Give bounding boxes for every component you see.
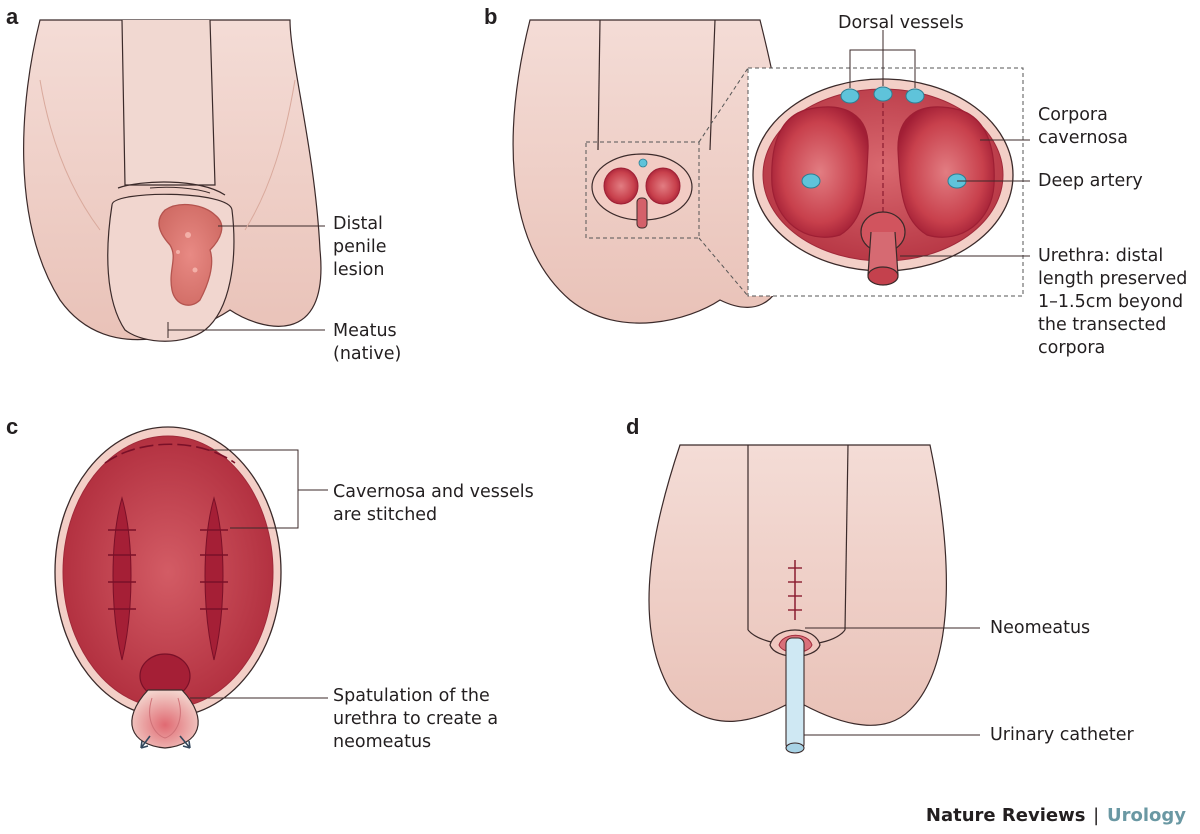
label-meatus-native: Meatus (native) <box>333 321 402 364</box>
panel-label-d: d <box>626 414 640 439</box>
label-deep-artery: Deep artery <box>1038 171 1143 191</box>
label-corpora-cavernosa: Corpora cavernosa <box>1038 105 1128 148</box>
lesion-shape <box>158 203 223 306</box>
panel-label-c: c <box>6 414 19 439</box>
label-cavernosa-stitched: Cavernosa and vessels are stitched <box>333 482 534 525</box>
panel-d-drawing <box>648 444 980 754</box>
label-urethra-distal-length: Urethra: distal length preserved 1–1.5cm… <box>1038 246 1188 358</box>
panel-label-a: a <box>6 4 19 29</box>
panel-b-drawing <box>512 19 1030 324</box>
label-distal-penile-lesion: Distal penile lesion <box>333 214 387 280</box>
journal-name: Nature Reviews <box>925 805 1086 826</box>
label-spatulation: Spatulation of the urethra to create a n… <box>333 686 499 752</box>
label-neomeatus: Neomeatus <box>990 618 1091 638</box>
panel-a-drawing <box>23 19 325 342</box>
panel-label-b: b <box>484 4 498 29</box>
label-urinary-catheter: Urinary catheter <box>990 725 1134 745</box>
label-dorsal-vessels: Dorsal vessels <box>838 13 964 33</box>
journal-field: Urology <box>1106 805 1186 826</box>
journal-credit: Nature Reviews | Urology <box>926 805 1186 826</box>
panel-c-drawing <box>54 426 328 749</box>
credit-separator: | <box>1093 805 1100 826</box>
